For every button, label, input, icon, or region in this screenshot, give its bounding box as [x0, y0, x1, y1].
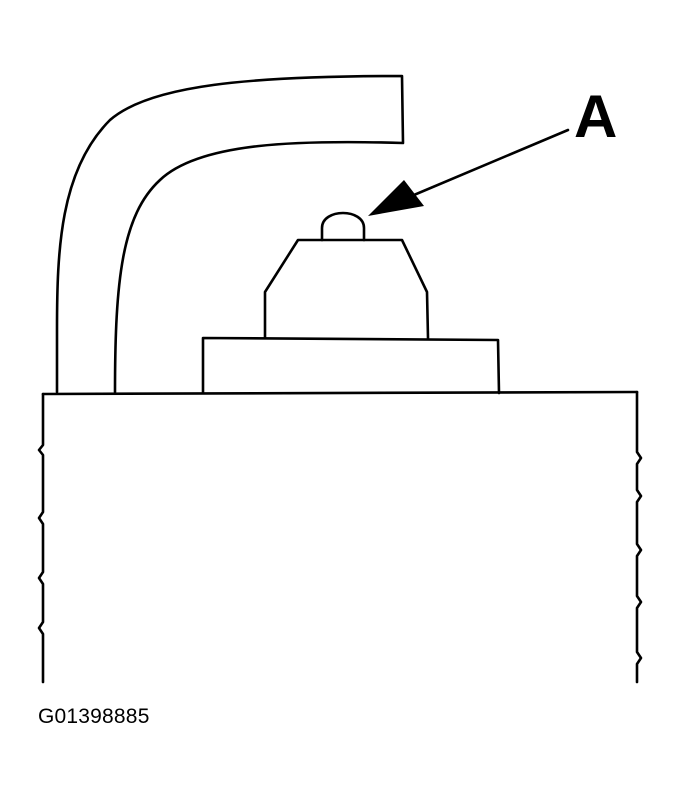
shell-left-side [37, 392, 45, 684]
callout-arrow-head [368, 180, 424, 216]
figure-id: G01398885 [38, 705, 150, 728]
shell-right-side [635, 390, 643, 684]
insulator-base [201, 336, 501, 395]
callout-leader-line [393, 128, 570, 205]
ground-electrode [55, 74, 405, 394]
center-electrode [320, 211, 366, 242]
insulator-tip [263, 238, 430, 340]
shell-top-edge [41, 390, 639, 396]
callout-label: A [574, 83, 617, 150]
